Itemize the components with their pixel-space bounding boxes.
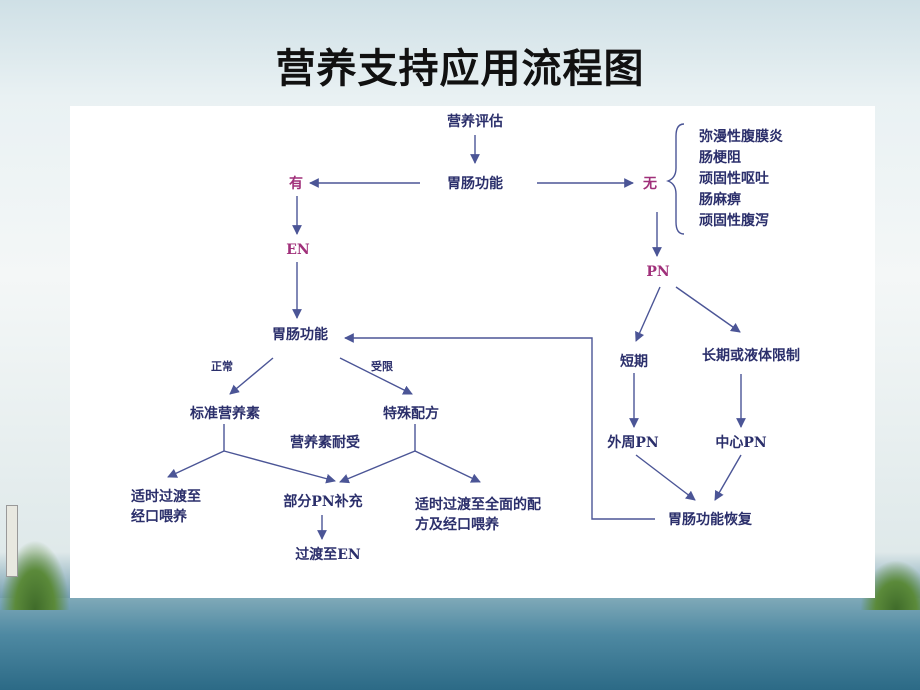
node-central-pn: 中心PN bbox=[715, 434, 767, 451]
node-gi-function-2: 胃肠功能 bbox=[272, 326, 328, 343]
nodes: 营养评估 胃肠功能 有 无 EN PN 弥漫性腹膜炎 肠梗阻 顽固性呕吐 肠麻痹… bbox=[131, 113, 800, 563]
contraindication-1: 弥漫性腹膜炎 bbox=[699, 128, 783, 145]
arrow-pn-to-short bbox=[635, 286, 661, 342]
node-no: 无 bbox=[642, 176, 657, 192]
node-transition-oral-line1: 适时过渡至 bbox=[131, 488, 201, 505]
node-transition-full-line2: 方及经口喂养 bbox=[415, 516, 500, 533]
node-long-term: 长期或液体限制 bbox=[702, 347, 800, 364]
arrow-peripheral-to-recovery bbox=[635, 454, 696, 501]
node-special-formula: 特殊配方 bbox=[383, 405, 439, 422]
arrow-special-to-full bbox=[414, 450, 481, 483]
node-en: EN bbox=[286, 242, 310, 258]
arrow-standard-to-partial bbox=[223, 450, 336, 484]
contraindication-3: 顽固性呕吐 bbox=[699, 170, 769, 187]
sea-background bbox=[0, 598, 920, 690]
arrow-pn-to-long bbox=[675, 286, 741, 333]
node-transition-en: 过渡至EN bbox=[295, 546, 361, 563]
arrow-standard-to-oral bbox=[167, 450, 225, 478]
arrow-gi2-to-special bbox=[339, 357, 413, 395]
slide-title: 营养支持应用流程图 bbox=[275, 46, 645, 92]
lighthouse-decoration bbox=[6, 505, 18, 577]
node-transition-oral-line2: 经口喂养 bbox=[131, 508, 188, 525]
arrow-recovery-to-gi2 bbox=[344, 333, 655, 520]
connectors bbox=[167, 123, 746, 540]
label-limited: 受限 bbox=[371, 359, 393, 373]
node-peripheral-pn: 外周PN bbox=[607, 434, 659, 451]
node-pn: PN bbox=[646, 264, 670, 280]
flowchart-panel bbox=[70, 106, 875, 598]
node-gi-recovery: 胃肠功能恢复 bbox=[668, 511, 753, 528]
node-partial-pn: 部分PN补充 bbox=[283, 493, 362, 510]
node-gi-function: 胃肠功能 bbox=[447, 175, 503, 192]
node-short-term: 短期 bbox=[620, 353, 648, 370]
node-transition-full-line1: 适时过渡至全面的配 bbox=[415, 496, 541, 513]
label-normal: 正常 bbox=[211, 359, 233, 373]
node-assessment: 营养评估 bbox=[447, 113, 503, 130]
node-standard-nutrients: 标准营养素 bbox=[189, 405, 260, 422]
contraindication-2: 肠梗阻 bbox=[699, 149, 741, 166]
contraindication-brace bbox=[666, 123, 685, 235]
contraindication-5: 顽固性腹泻 bbox=[699, 212, 769, 229]
node-nutrient-tolerance: 营养素耐受 bbox=[290, 434, 360, 451]
arrow-gi2-to-standard bbox=[229, 357, 274, 395]
contraindication-4: 肠麻痹 bbox=[699, 191, 741, 208]
arrow-central-to-recovery bbox=[714, 454, 742, 501]
node-yes: 有 bbox=[289, 175, 303, 192]
arrow-special-to-partial bbox=[339, 450, 416, 484]
